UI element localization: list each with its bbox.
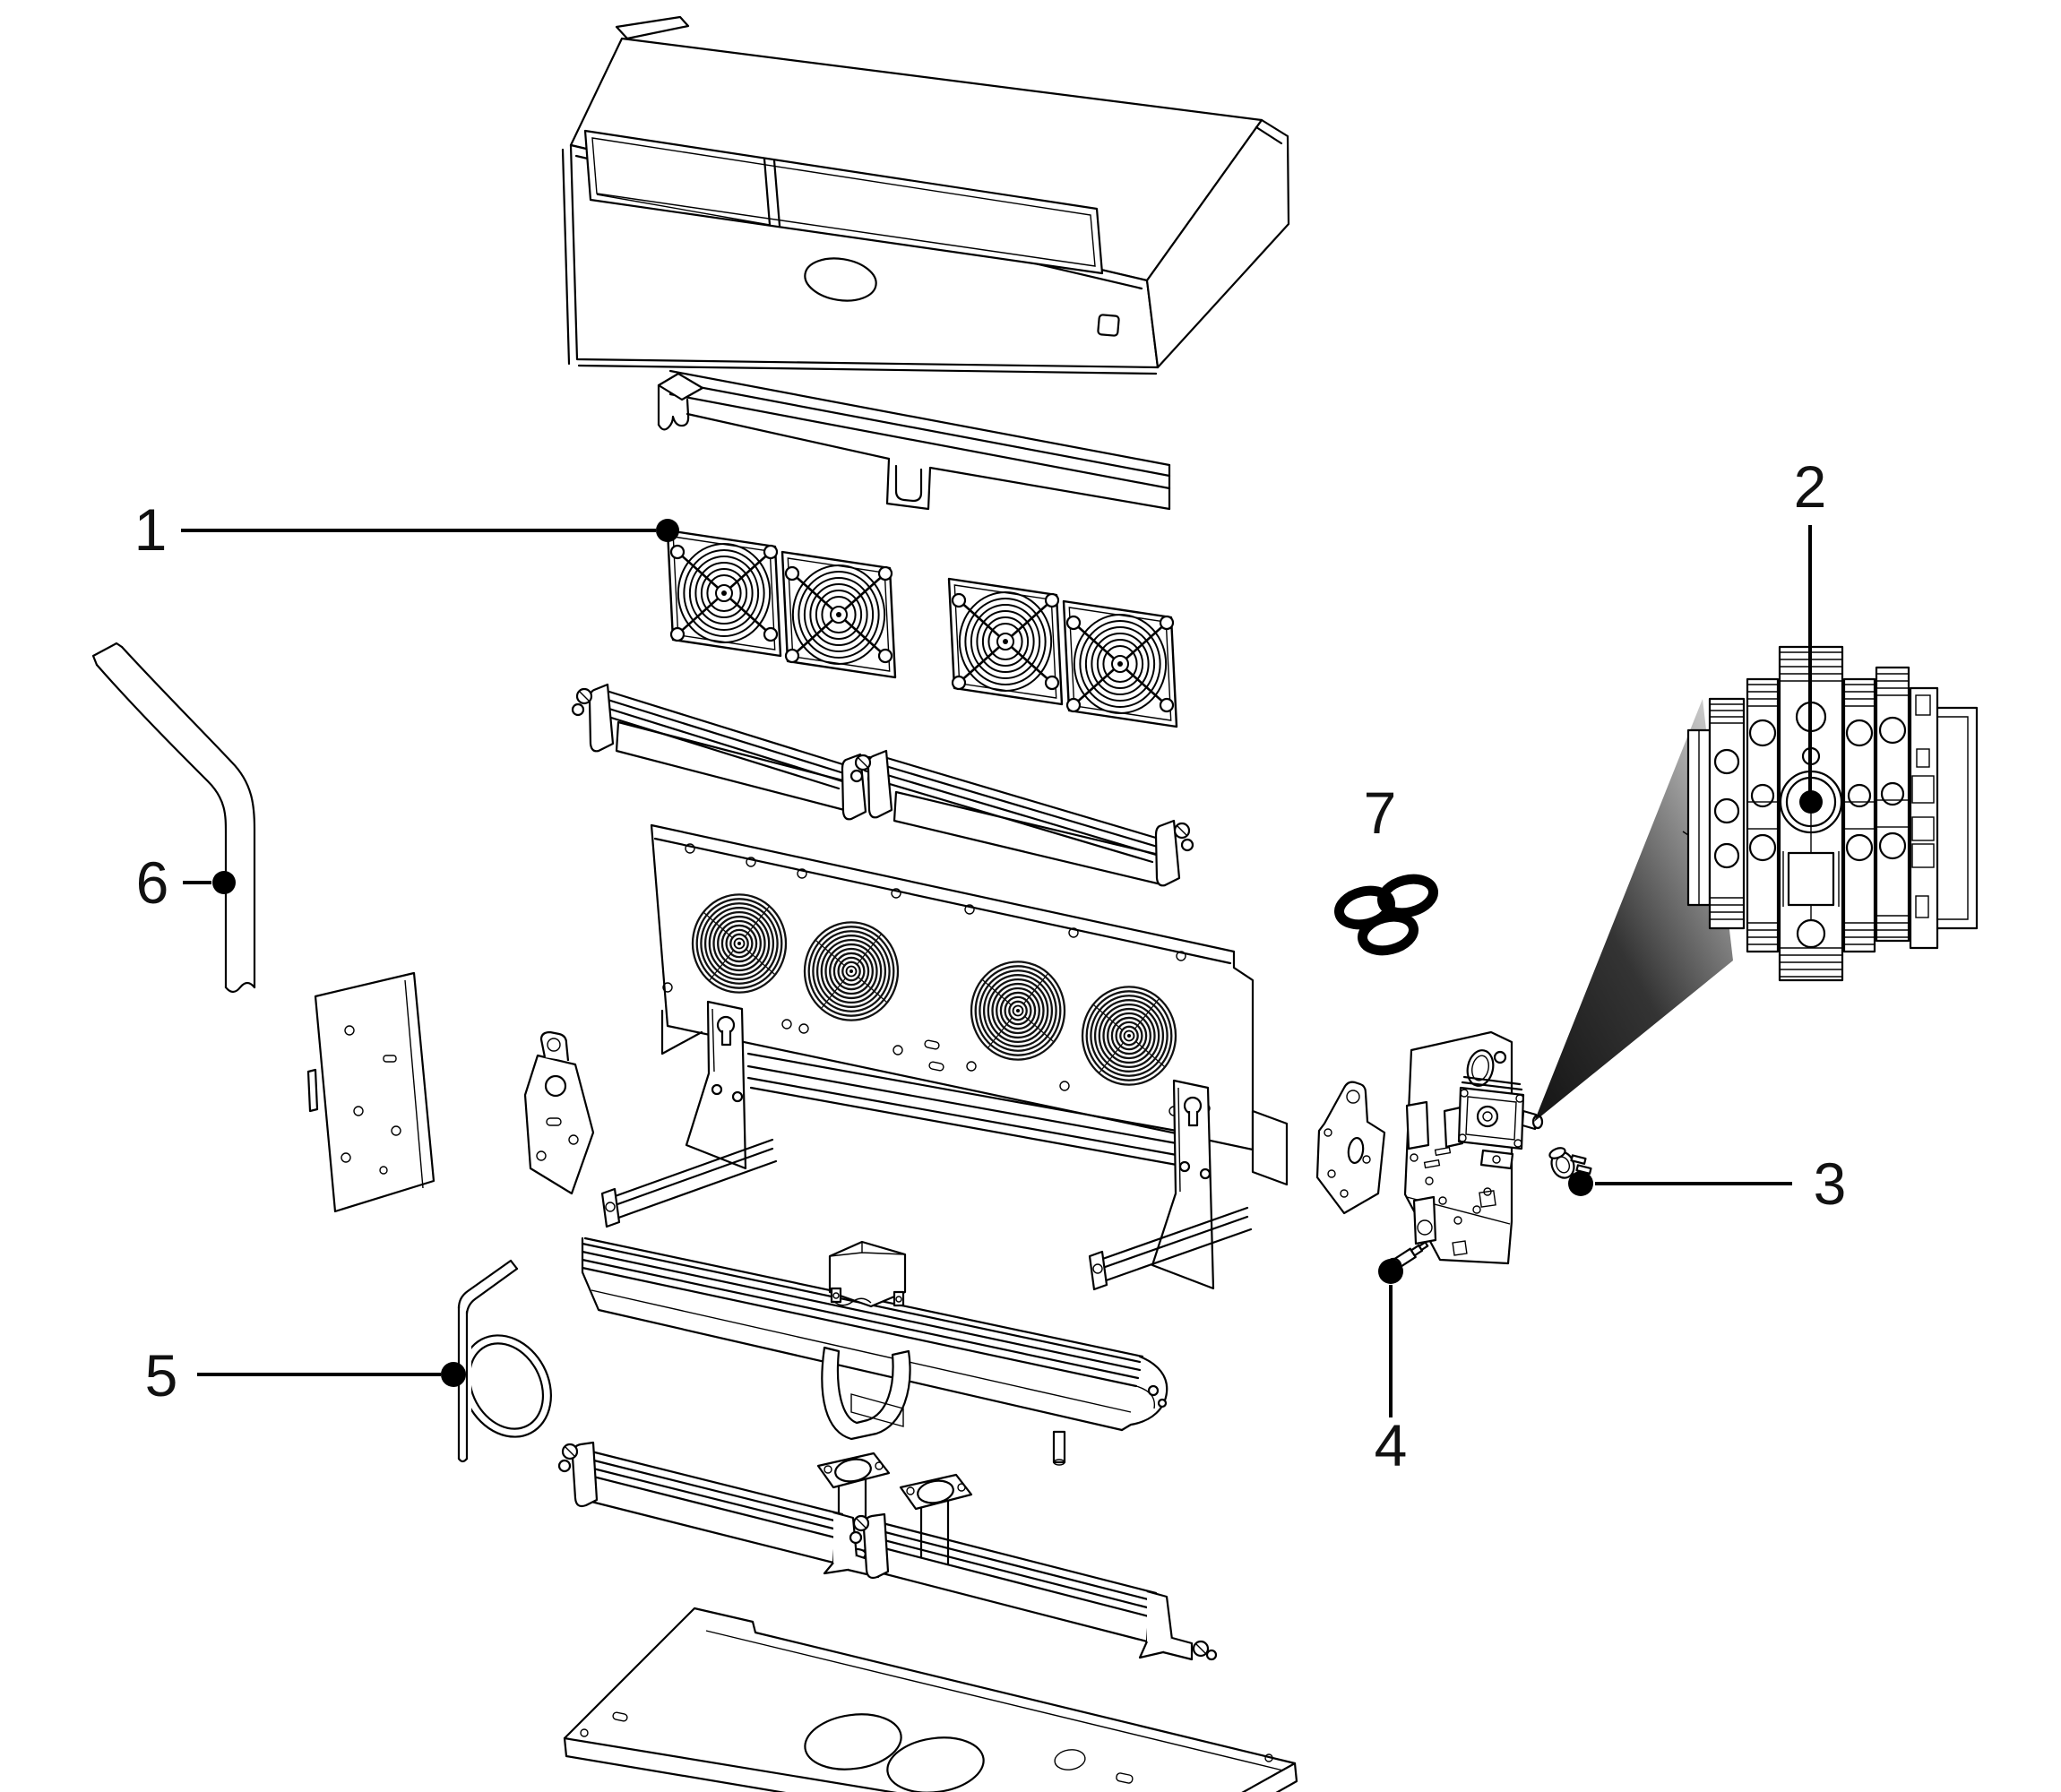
- fan-panel: [650, 823, 1289, 1186]
- callout-3-label: 3: [1814, 1150, 1847, 1217]
- top-cover-housing: [561, 15, 1290, 375]
- panel-fan-grille: [691, 893, 788, 994]
- lower-tray-right: [849, 1512, 1218, 1661]
- callout-5-label: 5: [145, 1342, 178, 1409]
- drain-pan-rail: [581, 1236, 1168, 1466]
- bottom-plate: [563, 1607, 1298, 1792]
- support-frame: [600, 1000, 1253, 1291]
- coil-strip-right: [849, 749, 1194, 887]
- upper-mounting-rail: [657, 369, 1171, 511]
- right-pentagon-bracket: [1315, 1081, 1386, 1215]
- left-small-bracket: [523, 1030, 595, 1195]
- callout-1: 1: [134, 496, 679, 563]
- o-ring-seals: [1334, 874, 1438, 956]
- callout-5-dot: [441, 1362, 466, 1387]
- callout-1-label: 1: [134, 496, 168, 563]
- coil-strip-left: [571, 683, 881, 821]
- zoom-cone: [1534, 699, 1733, 1122]
- callout-3: 3: [1568, 1150, 1846, 1217]
- callouts: 1 2 3 4 5 6 7: [134, 453, 1847, 1478]
- left-side-panel: [306, 971, 435, 1213]
- callout-4-dot: [1378, 1259, 1403, 1284]
- solenoid-valve: [1443, 1075, 1544, 1170]
- callout-6-dot: [212, 871, 236, 894]
- callout-1-dot: [656, 519, 679, 542]
- callout-3-dot: [1568, 1171, 1593, 1196]
- panel-fan-grille: [970, 961, 1066, 1061]
- panel-fan-grille: [803, 921, 900, 1021]
- fan-guard: [947, 577, 1064, 706]
- callout-2-label: 2: [1794, 453, 1827, 520]
- panel-fan-grille: [1081, 986, 1177, 1086]
- fan-guard: [1062, 599, 1178, 728]
- right-mounting-plate: [1403, 1030, 1544, 1265]
- callout-6-label: 6: [136, 849, 169, 916]
- capillary-loop-tube: [455, 1259, 552, 1463]
- callout-4-label: 4: [1375, 1412, 1408, 1478]
- callout-5: 5: [145, 1342, 466, 1409]
- sensor-fitting: [1548, 1147, 1592, 1179]
- fan-guard: [780, 550, 897, 679]
- callout-7-label: 7: [1364, 780, 1397, 846]
- callout-2: 2: [1794, 453, 1827, 814]
- fan-guard: [666, 529, 782, 658]
- bent-drain-tube: [91, 642, 256, 994]
- valve-detail-view: [1682, 645, 1979, 982]
- fan-guard-assembly: [666, 529, 1178, 728]
- callout-4: 4: [1375, 1259, 1408, 1478]
- callout-2-dot: [1799, 790, 1823, 814]
- callout-6: 6: [136, 849, 236, 916]
- callout-7: 7: [1364, 780, 1397, 846]
